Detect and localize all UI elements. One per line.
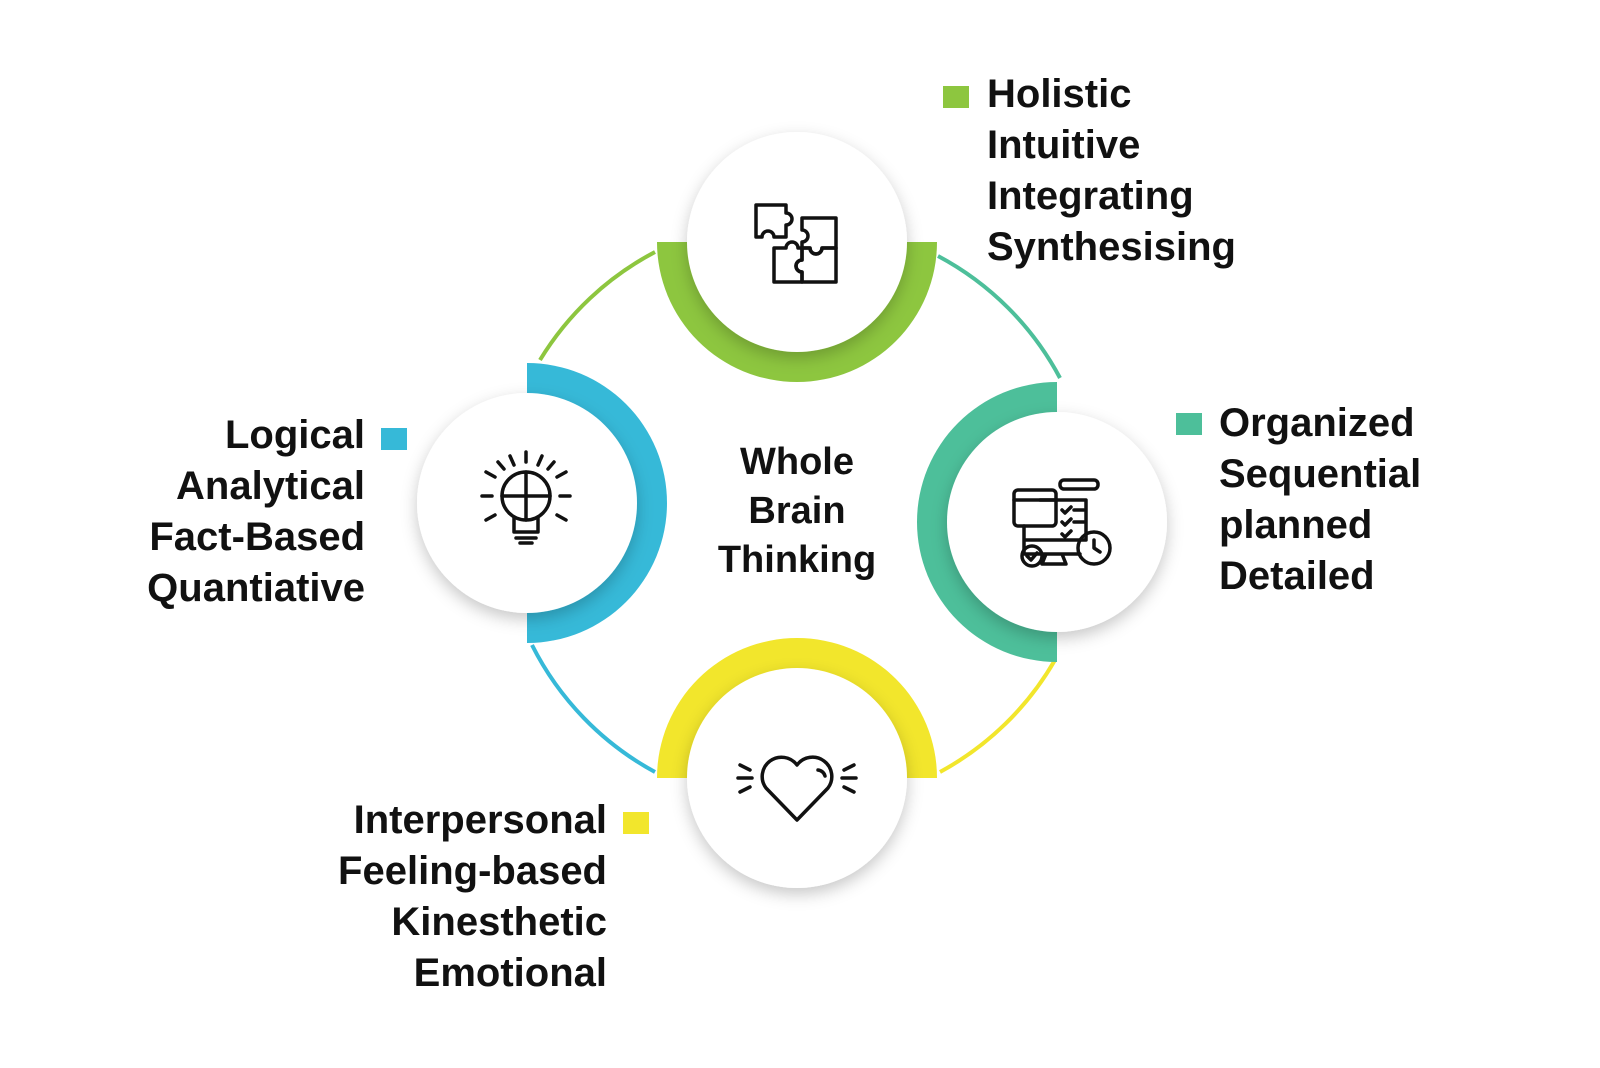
planning-calendar-icon bbox=[1012, 478, 1112, 568]
legend-square-blue bbox=[381, 428, 407, 450]
label-line: Fact-Based bbox=[149, 515, 365, 559]
label-left: Logical Analytical Fact-Based Quantiativ… bbox=[147, 410, 365, 614]
ring-arc-blue bbox=[530, 644, 656, 774]
label-line: Integrating bbox=[987, 174, 1194, 218]
legend-square-yellow bbox=[623, 812, 649, 834]
label-line: Analytical bbox=[176, 464, 365, 508]
label-line: Emotional bbox=[413, 951, 607, 995]
ring-arc-teal bbox=[937, 254, 1062, 379]
center-title-line: Whole bbox=[740, 441, 854, 483]
label-line: Intuitive bbox=[987, 123, 1141, 167]
label-right: Organized Sequential planned Detailed bbox=[1219, 398, 1421, 602]
label-line: planned bbox=[1219, 503, 1373, 547]
center-title-line: Thinking bbox=[717, 539, 877, 581]
label-bottom: Interpersonal Feeling-based Kinesthetic … bbox=[338, 795, 607, 999]
label-top: Holistic Intuitive Integrating Synthesis… bbox=[987, 69, 1236, 273]
label-line: Synthesising bbox=[987, 225, 1236, 269]
circle-top bbox=[687, 132, 907, 352]
circle-bottom bbox=[687, 668, 907, 888]
label-line: Interpersonal bbox=[353, 798, 607, 842]
legend-square-teal bbox=[1176, 413, 1202, 435]
heart-icon bbox=[736, 755, 858, 822]
legend-square-green bbox=[943, 86, 969, 108]
label-line: Holistic bbox=[987, 72, 1132, 116]
ring-arc-yellow bbox=[939, 659, 1057, 774]
label-line: Logical bbox=[224, 413, 365, 457]
label-line: Quantiative bbox=[147, 566, 365, 610]
label-line: Detailed bbox=[1219, 554, 1375, 598]
ring-arc-green bbox=[538, 250, 656, 362]
label-line: Kinesthetic bbox=[391, 900, 607, 944]
label-line: Feeling-based bbox=[338, 849, 607, 893]
center-title-line: Brain bbox=[748, 490, 846, 532]
label-line: Sequential bbox=[1219, 452, 1422, 496]
lightbulb-puzzle-icon bbox=[480, 450, 572, 545]
puzzle-icon bbox=[754, 203, 838, 284]
center-title: Whole Brain Thinking bbox=[697, 438, 897, 585]
label-line: Organized bbox=[1219, 401, 1415, 445]
